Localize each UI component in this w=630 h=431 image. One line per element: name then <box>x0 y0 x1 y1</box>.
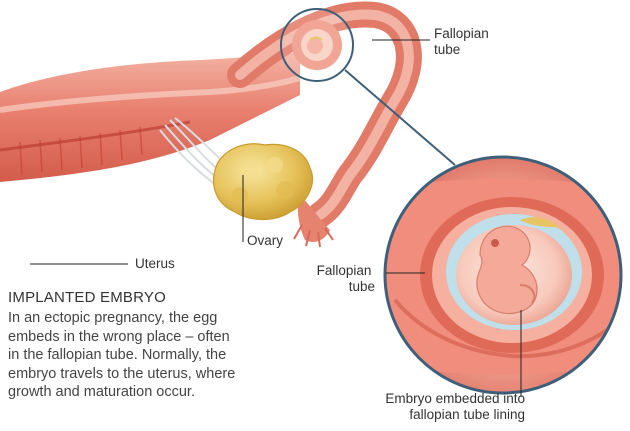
label-fallopian-tube-top: Fallopian tube <box>434 26 489 58</box>
label-ovary: Ovary <box>247 233 283 249</box>
caption-line-2: embeds in the wrong place – often <box>8 328 308 347</box>
label-uterus: Uterus <box>135 256 175 272</box>
zoom-detail <box>380 150 630 410</box>
tube-cross-section-small <box>292 20 342 70</box>
label-fallopian-tube-top-line2: tube <box>434 42 489 58</box>
caption-line-3: in the fallopian tube. Normally, the <box>8 346 308 365</box>
label-fallopian-tube-side-line2: tube <box>307 279 381 295</box>
label-embryo-embedded: Embryo embedded into fallopian tube lini… <box>333 391 525 423</box>
caption-title: IMPLANTED EMBRYO <box>8 289 166 306</box>
label-fallopian-tube-side-line1: Fallopian <box>307 263 381 279</box>
caption-line-5: growth and maturation occur. <box>8 383 308 402</box>
caption-line-4: embryo travels to the uterus, where <box>8 365 308 384</box>
label-embryo-embedded-line1: Embryo embedded into <box>333 391 525 407</box>
ovary-shape <box>214 144 313 220</box>
caption-body: In an ectopic pregnancy, the egg embeds … <box>8 309 308 402</box>
label-fallopian-tube-side: Fallopian tube <box>307 263 381 295</box>
label-fallopian-tube-top-line1: Fallopian <box>434 26 489 42</box>
caption-line-1: In an ectopic pregnancy, the egg <box>8 309 308 328</box>
label-embryo-embedded-line2: fallopian tube lining <box>333 407 525 423</box>
